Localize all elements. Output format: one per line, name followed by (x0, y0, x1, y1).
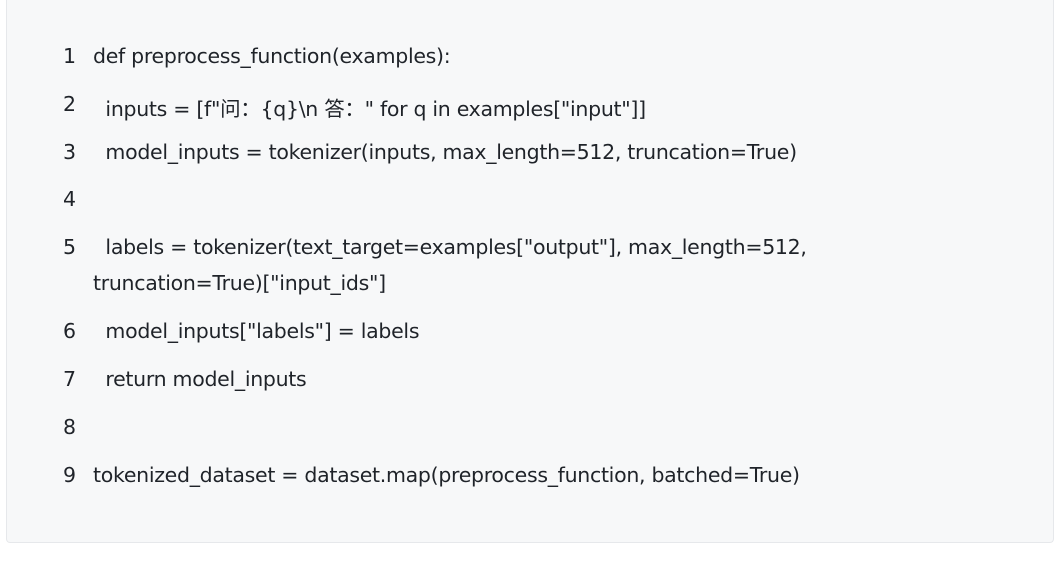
line-number: 9 (63, 463, 76, 487)
line-number: 2 (63, 92, 76, 116)
code-text: def preprocess_function(examples): (93, 44, 451, 68)
code-text: model_inputs["labels"] = labels (93, 319, 420, 343)
line-number: 6 (63, 319, 76, 343)
code-text: labels = tokenizer(text_target=examples[… (93, 235, 807, 259)
line-number: 4 (63, 187, 76, 211)
line-number: 7 (63, 367, 76, 391)
code-text: tokenized_dataset = dataset.map(preproce… (93, 463, 800, 487)
code-text-continuation: truncation=True)["input_ids"] (93, 271, 386, 295)
code-text: inputs = [f"问：{q}\n 答：" for q in example… (93, 97, 646, 121)
line-number: 8 (63, 415, 76, 439)
line-number: 3 (63, 140, 76, 164)
code-text: return model_inputs (93, 367, 307, 391)
code-block: 1 def preprocess_function(examples): 2 i… (6, 0, 1054, 543)
code-text: model_inputs = tokenizer(inputs, max_len… (93, 140, 797, 164)
line-number: 5 (63, 235, 76, 259)
line-number: 1 (63, 44, 76, 68)
